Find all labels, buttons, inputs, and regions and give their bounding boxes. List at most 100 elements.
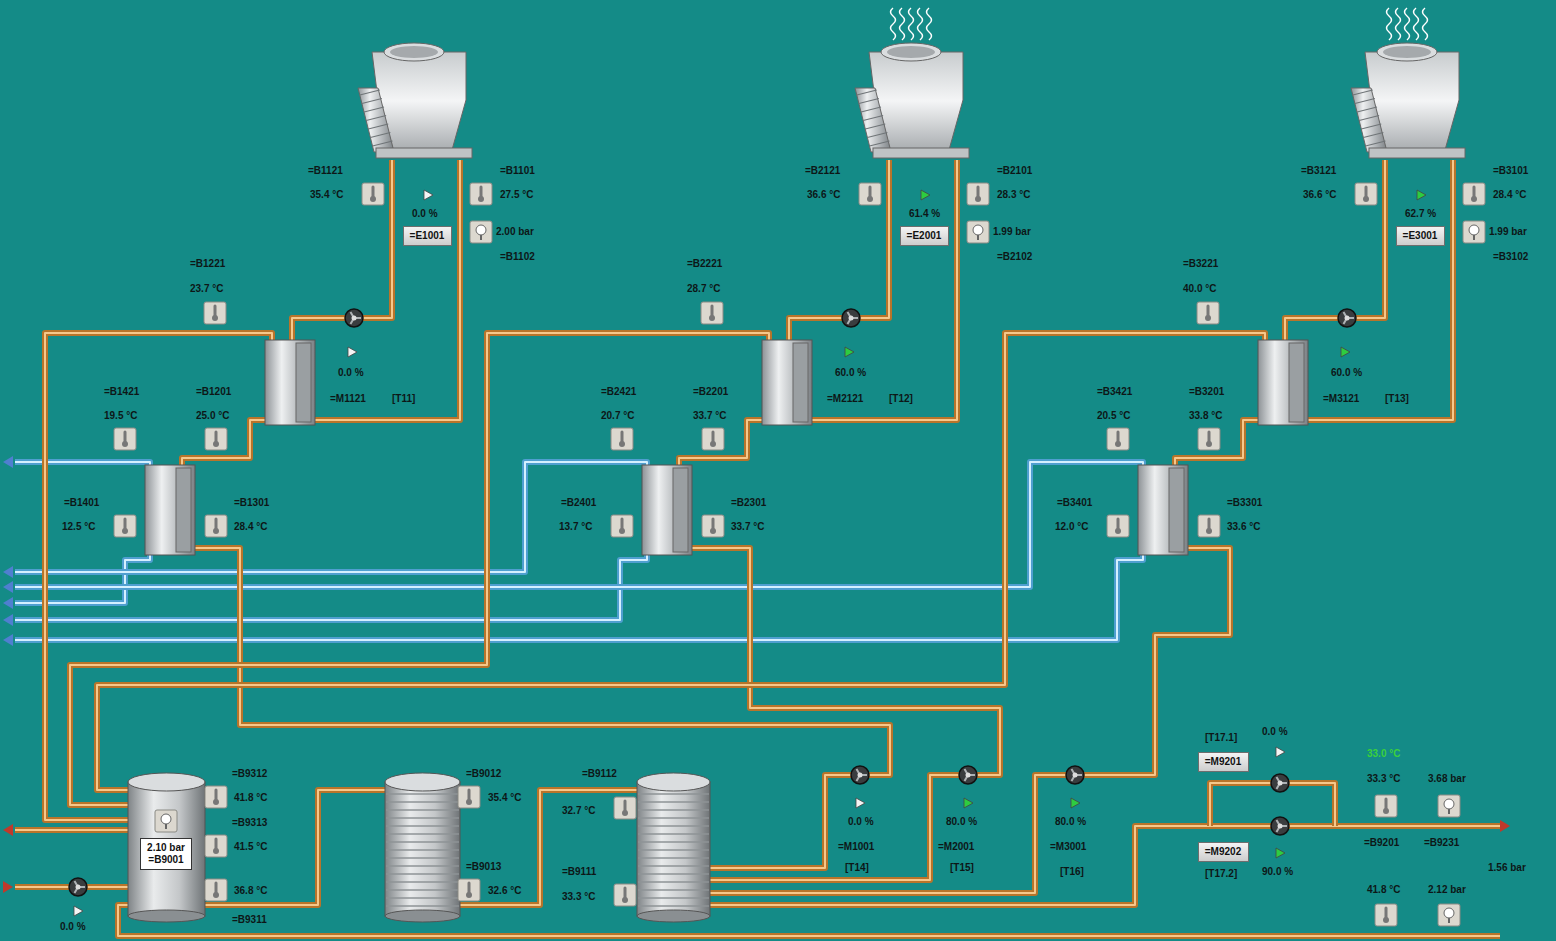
sensor-frame [614, 884, 636, 906]
tank-rib [386, 793, 459, 795]
hx-plate [176, 468, 191, 552]
pipes [15, 160, 1500, 936]
thermo-stem [1365, 187, 1368, 197]
pipe-outer [195, 548, 890, 775]
fin-line [1359, 116, 1379, 121]
pipe-core [679, 420, 762, 465]
thermo-bulb [1383, 808, 1389, 814]
thermo-stem [124, 432, 127, 442]
sensor-frame [1463, 183, 1485, 205]
fin-line [370, 133, 390, 138]
pipe-outer [15, 462, 1143, 587]
tag-label: =B3101 [1493, 165, 1528, 177]
node-text: =E2001 [906, 230, 943, 242]
thermo-bulb [122, 528, 128, 534]
pipe-core [1285, 160, 1385, 340]
temperature-sensor [362, 183, 384, 205]
gauge-stem [165, 824, 167, 829]
pump-hub [966, 773, 971, 778]
tank-rib [386, 873, 459, 875]
value-label: 62.7 % [1405, 208, 1436, 220]
tank-rib [638, 857, 709, 859]
thermo-stem [711, 306, 714, 316]
cooler-fins [1351, 88, 1387, 152]
heat-exchanger [265, 340, 315, 425]
pump-body [842, 309, 860, 327]
loop-label: [T11] [392, 393, 415, 405]
pipe-outer [15, 827, 128, 833]
thermo-stem [1385, 799, 1388, 809]
tag-label: =B9231 [1424, 837, 1459, 849]
thermo-stem [869, 187, 872, 197]
value-label: 33.7 °C [731, 521, 764, 533]
thermo-bulb [213, 799, 219, 805]
loop-label: [T12] [889, 393, 913, 405]
tag-label: =B3121 [1301, 165, 1336, 177]
pipe-outer [182, 420, 265, 465]
tag-label: =B2102 [997, 251, 1032, 263]
value-label: 33.3 °C [1367, 773, 1400, 785]
tank-rib [638, 881, 709, 883]
loop-label: [T14] [845, 862, 869, 874]
hx-plate [1289, 343, 1304, 422]
temperature-sensor [614, 797, 636, 819]
tank-bottom [637, 910, 710, 922]
steam [927, 8, 932, 40]
steam [918, 8, 923, 40]
pipe-outer [205, 790, 385, 905]
temperature-sensor [702, 515, 724, 537]
thermo-bulb [710, 441, 716, 447]
pump-hub [858, 773, 863, 778]
tank-rib [386, 801, 459, 803]
fin-line [360, 90, 380, 95]
thermo-stem [1117, 519, 1120, 529]
thermo-bulb [1206, 441, 1212, 447]
pipe-core [15, 462, 1143, 587]
node-text: =B9001 [146, 854, 186, 866]
pressure-sensor [967, 221, 989, 243]
pipe-outer [710, 775, 968, 880]
value-label: 36.8 °C [234, 885, 267, 897]
gauge-stem [1473, 235, 1475, 240]
value-label: 33.6 °C [1227, 521, 1260, 533]
value-label: 35.4 °C [488, 792, 521, 804]
cooler-base [873, 148, 969, 158]
tank-bottom [128, 910, 205, 922]
pump-symbol [851, 766, 869, 784]
pressure-box: 2.10 bar=B9001 [140, 838, 192, 870]
temperature-sensor [1197, 302, 1219, 324]
thermo-bulb [710, 528, 716, 534]
tag-label: =B2101 [997, 165, 1032, 177]
pipe-core [710, 775, 968, 880]
pump-hub [352, 316, 357, 321]
value-label: 41.8 °C [234, 792, 267, 804]
heating-pipe [710, 775, 1075, 893]
tank-body [637, 782, 710, 916]
steam [1387, 8, 1392, 40]
pressure-sensor [470, 221, 492, 243]
pump-hub [849, 316, 854, 321]
heat-exchanger [762, 340, 812, 425]
thermo-bulb [213, 441, 219, 447]
pipe-core [118, 905, 1500, 936]
setpoint-box: =E2001 [900, 226, 949, 246]
hx-body [1258, 340, 1308, 425]
heating-pipe [710, 826, 1500, 905]
fan-opening [390, 46, 438, 58]
tag-label: =B3421 [1097, 386, 1132, 398]
thermo-bulb [466, 892, 472, 898]
value-label: 3.68 bar [1428, 773, 1466, 785]
value-label: 28.4 °C [1493, 189, 1526, 201]
tank-rib [386, 905, 459, 907]
tag-label: =M1121 [330, 393, 366, 405]
status-triangle [348, 347, 357, 357]
heating-pipe [118, 905, 1500, 936]
hx-body [145, 465, 195, 555]
tank-rib [386, 849, 459, 851]
pump-symbol [1066, 766, 1084, 784]
temperature-sensor [205, 428, 227, 450]
thermo-bulb [1115, 528, 1121, 534]
sensor-frame [614, 797, 636, 819]
sensor-frame [458, 786, 480, 808]
temperature-sensor [1463, 183, 1485, 205]
